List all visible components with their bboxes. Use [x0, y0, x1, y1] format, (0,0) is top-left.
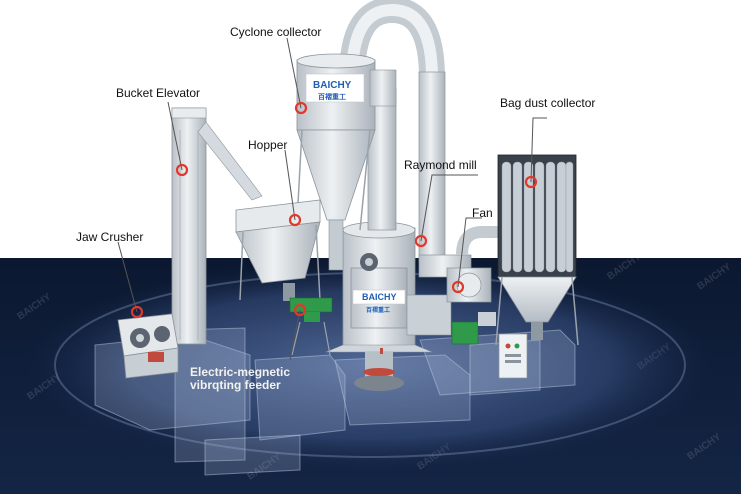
marker-group — [130, 101, 538, 319]
leader-fan — [457, 217, 482, 288]
label-cyclone-collector: Cyclone collector — [230, 25, 322, 39]
label-hopper: Hopper — [248, 138, 288, 152]
cyclone-collector-machine: BAICHY 百褶重工 — [295, 53, 397, 271]
label-bag-dust-collector: Bag dust collector — [500, 96, 596, 110]
leader-feeder — [289, 309, 301, 361]
leader-lines — [117, 37, 547, 361]
control-cabinet — [498, 333, 528, 379]
marker-cyclone — [294, 101, 308, 115]
cyclone-logo-sub: 百褶重工 — [318, 92, 346, 101]
label-raymond-mill: Raymond mill — [404, 158, 477, 172]
leader-bag — [530, 117, 547, 183]
marker-bag — [524, 175, 538, 189]
vibrating-feeder-machine — [289, 297, 333, 356]
label-jaw-crusher: Jaw Crusher — [76, 230, 144, 244]
leader-jaw — [117, 241, 138, 313]
marker-feeder — [293, 303, 307, 317]
marker-bucket — [175, 163, 189, 177]
marker-fan — [451, 280, 465, 294]
leader-bucket — [167, 101, 183, 171]
bucket-elevator-machine — [171, 107, 263, 345]
label-feeder-line2: vibrqting feeder — [190, 378, 281, 392]
leader-raymond — [420, 174, 478, 242]
marker-raymond — [414, 234, 428, 248]
cyclone-logo: BAICHY — [313, 80, 352, 91]
raymond-mill-machine: BAICHY 百褶重工 — [325, 221, 452, 391]
label-bucket-elevator: Bucket Elevator — [116, 86, 201, 100]
bag-dust-collector-machine — [495, 154, 579, 346]
label-feeder-line1: Electric-megnetic — [190, 365, 291, 379]
leader-cyclone — [286, 37, 302, 109]
jaw-crusher-machine — [117, 313, 179, 379]
label-fan: Fan — [472, 206, 493, 220]
mill-logo: BAICHY — [362, 292, 397, 302]
mill-logo-sub: 百褶重工 — [366, 306, 390, 314]
marker-hopper — [288, 213, 302, 227]
marker-jaw — [130, 305, 144, 319]
leader-hopper — [284, 149, 296, 221]
